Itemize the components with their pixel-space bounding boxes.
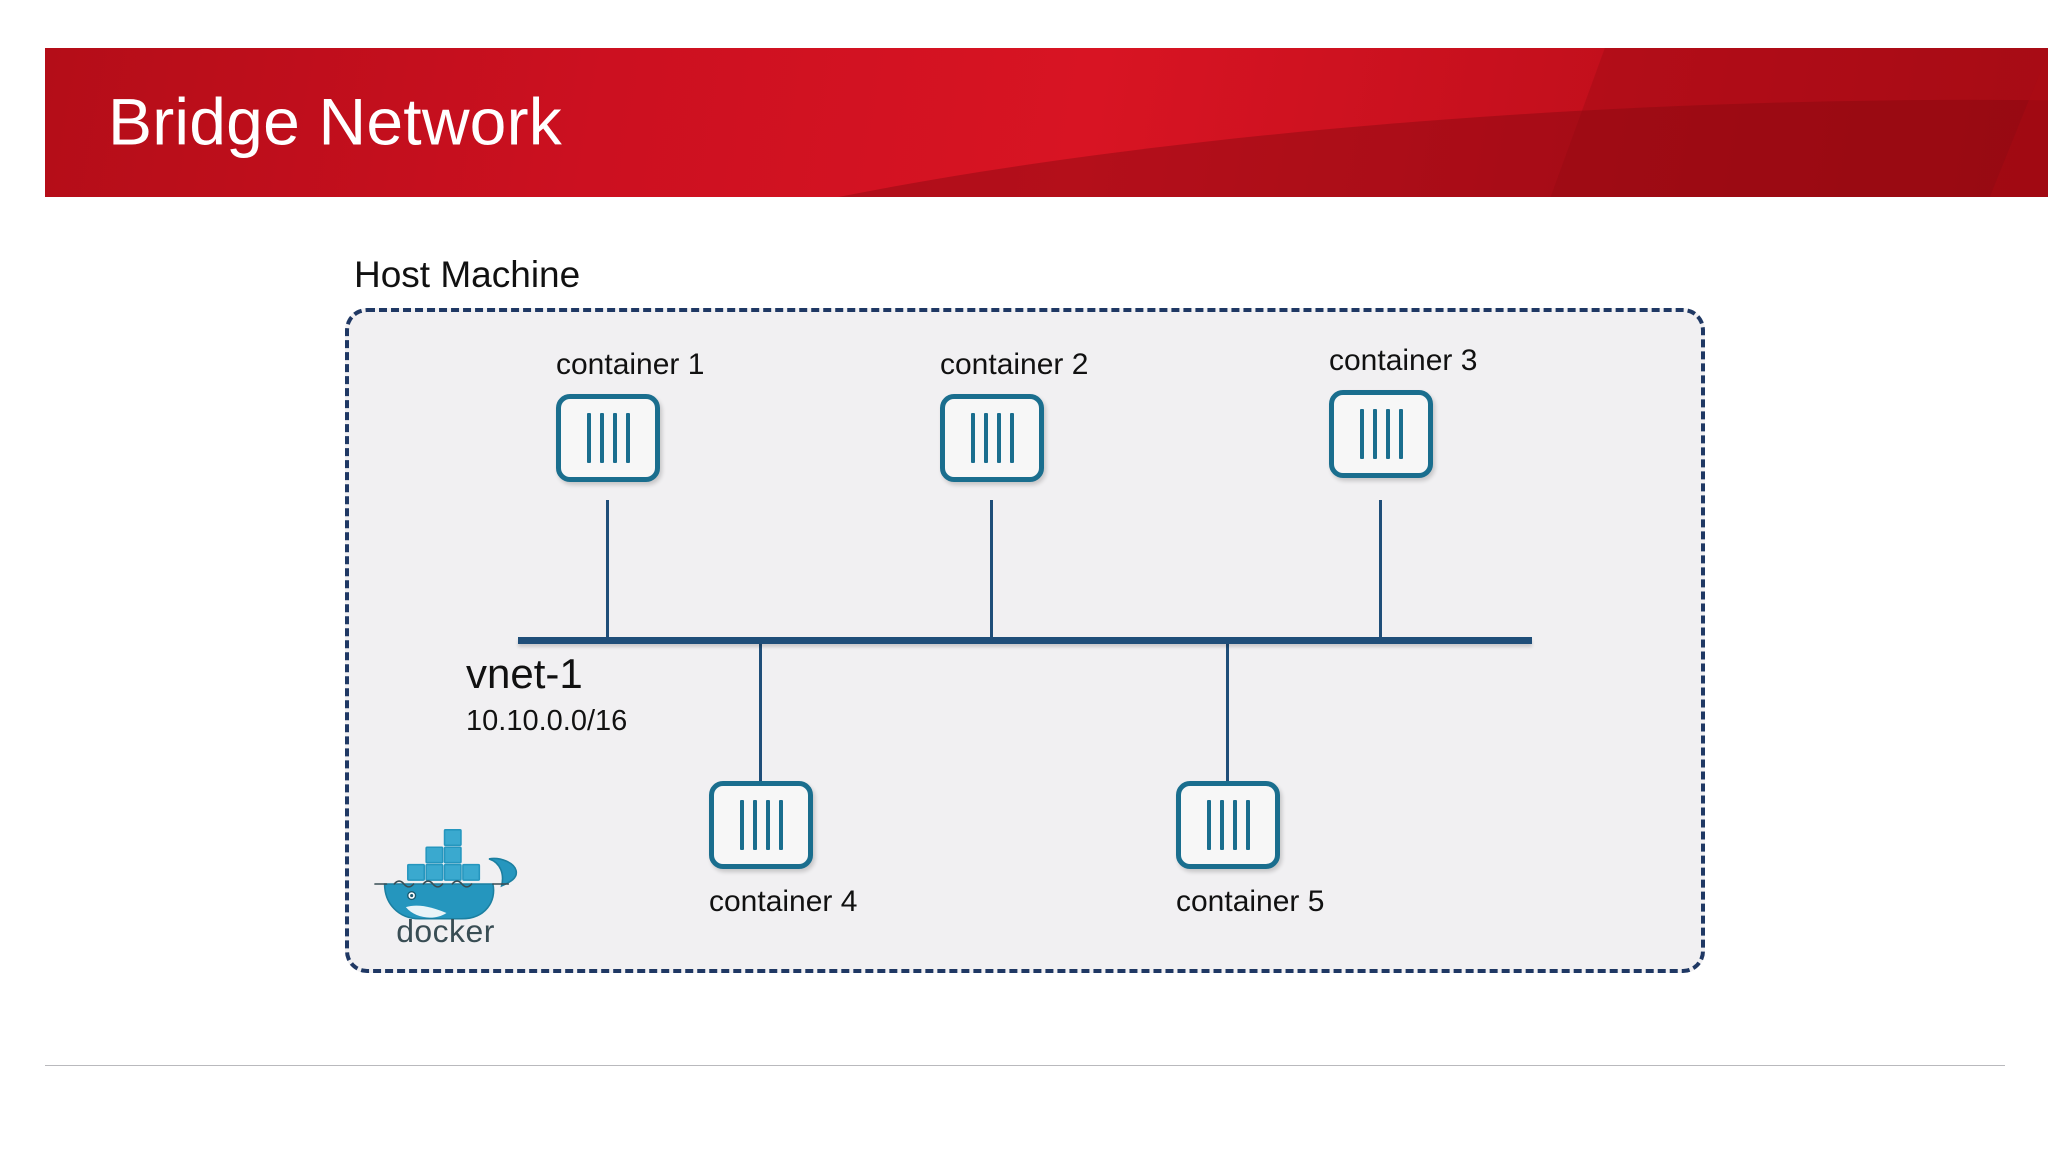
container-bar-icon <box>1385 409 1390 459</box>
container-label-1: container 1 <box>556 348 705 381</box>
title-banner: Bridge Network <box>45 48 2048 197</box>
link-stub-container-1 <box>606 500 609 640</box>
container-bar-icon <box>983 413 988 463</box>
container-bar-icon <box>996 413 1001 463</box>
container-bar-icon <box>739 800 744 850</box>
container-node-1[interactable]: container 1 <box>556 348 705 482</box>
container-label-4: container 4 <box>709 885 858 918</box>
container-label-2: container 2 <box>940 348 1089 381</box>
container-box-5[interactable] <box>1176 781 1280 869</box>
container-label-5: container 5 <box>1176 885 1325 918</box>
container-bar-icon <box>765 800 770 850</box>
link-stub-container-5 <box>1226 641 1229 781</box>
host-machine-label: Host Machine <box>354 254 581 295</box>
banner-swoosh-curve-icon <box>399 54 2048 197</box>
container-box-3[interactable] <box>1329 390 1433 478</box>
banner-swoosh-angle-icon <box>1513 48 2048 197</box>
container-bar-icon <box>752 800 757 850</box>
container-bar-icon <box>1398 409 1403 459</box>
vnet-bus-line <box>518 637 1532 644</box>
container-label-3: container 3 <box>1329 344 1478 377</box>
container-node-4[interactable]: container 4 <box>709 781 858 919</box>
container-box-1[interactable] <box>556 394 660 482</box>
container-node-5[interactable]: container 5 <box>1176 781 1325 919</box>
container-bar-icon <box>970 413 975 463</box>
container-box-4[interactable] <box>709 781 813 869</box>
container-bar-icon <box>1359 409 1364 459</box>
link-stub-container-2 <box>990 500 993 640</box>
container-bar-icon <box>1232 800 1237 850</box>
docker-logo: docker <box>373 818 518 949</box>
container-bar-icon <box>599 413 604 463</box>
vnet-subnet-label: 10.10.0.0/16 <box>466 705 628 737</box>
container-bar-icon <box>1372 409 1377 459</box>
container-bar-icon <box>625 413 630 463</box>
link-stub-container-4 <box>759 641 762 781</box>
container-bar-icon <box>1245 800 1250 850</box>
link-stub-container-3 <box>1379 500 1382 640</box>
container-bar-icon <box>778 800 783 850</box>
footer-divider <box>45 1065 2005 1066</box>
docker-wordmark: docker <box>396 913 495 948</box>
docker-whale-icon: docker <box>374 829 518 949</box>
container-bar-icon <box>586 413 591 463</box>
banner-swoosh-edge-icon <box>1941 48 2048 197</box>
container-node-2[interactable]: container 2 <box>940 348 1089 482</box>
container-node-3[interactable]: container 3 <box>1329 344 1478 478</box>
vnet-name-label: vnet-1 <box>466 650 583 697</box>
container-bar-icon <box>612 413 617 463</box>
page-title: Bridge Network <box>108 83 562 158</box>
container-bar-icon <box>1009 413 1014 463</box>
container-box-2[interactable] <box>940 394 1044 482</box>
container-bar-icon <box>1206 800 1211 850</box>
container-bar-icon <box>1219 800 1224 850</box>
